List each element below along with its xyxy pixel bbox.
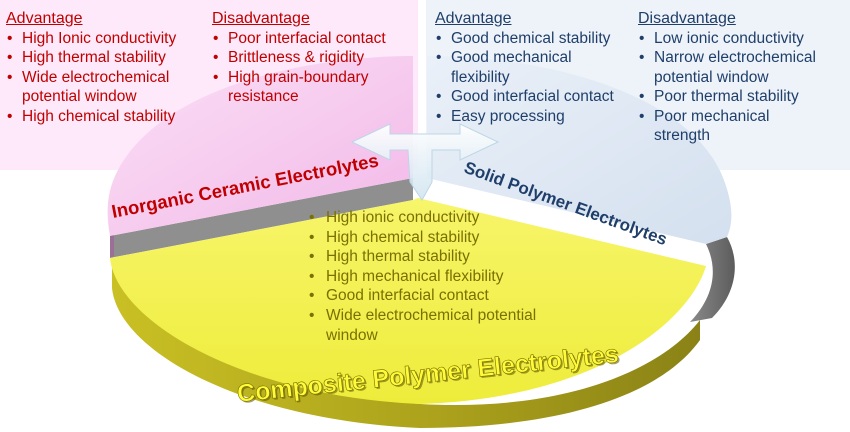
polymer-disadvantage-heading: Disadvantage [638,10,736,27]
inorganic-slice-side [110,178,413,258]
list-item: Good interfacial contact [435,87,635,107]
inorganic-disadvantages: Disadvantage Poor interfacial contact Br… [212,9,412,107]
polymer-slice-side [690,237,735,322]
inorganic-advantage-heading: Advantage [6,10,83,27]
inorganic-slice-side-edge [110,234,114,258]
inorganic-advantages: Advantage High Ionic conductivity High t… [6,9,206,126]
list-item: High chemical stability [6,107,206,127]
composite-slice-side [112,260,700,428]
list-item: High grain-boundary resistance [212,68,403,107]
list-item: Easy processing [435,107,635,127]
list-item: High Ionic conductivity [6,29,206,49]
list-item: High chemical stability [307,228,566,248]
list-item: Brittleness & rigidity [212,48,412,68]
list-item: High ionic conductivity [307,208,566,228]
center-arrow-icon [350,123,500,201]
polymer-advantage-heading: Advantage [435,10,512,27]
list-item: High thermal stability [6,48,206,68]
list-item: Good mechanical flexibility [435,48,621,87]
list-item: Wide electrochemical potential window [307,306,566,345]
list-item: High mechanical flexibility [307,267,566,287]
composite-properties: High ionic conductivity High chemical st… [307,208,566,345]
list-item: Wide electrochemical potential window [6,68,202,107]
list-item: Good chemical stability [435,29,635,49]
list-item: Poor mechanical strength [638,107,804,146]
list-item: Good interfacial contact [307,286,566,306]
list-item: Low ionic conductivity [638,29,843,49]
list-item: Narrow electrochemical potential window [638,48,849,87]
list-item: High thermal stability [307,247,566,267]
inorganic-disadvantage-heading: Disadvantage [212,10,310,27]
list-item: Poor interfacial contact [212,29,412,49]
list-item: Poor thermal stability [638,87,843,107]
polymer-disadvantages: Disadvantage Low ionic conductivity Narr… [638,9,843,146]
polymer-advantages: Advantage Good chemical stability Good m… [435,9,635,126]
